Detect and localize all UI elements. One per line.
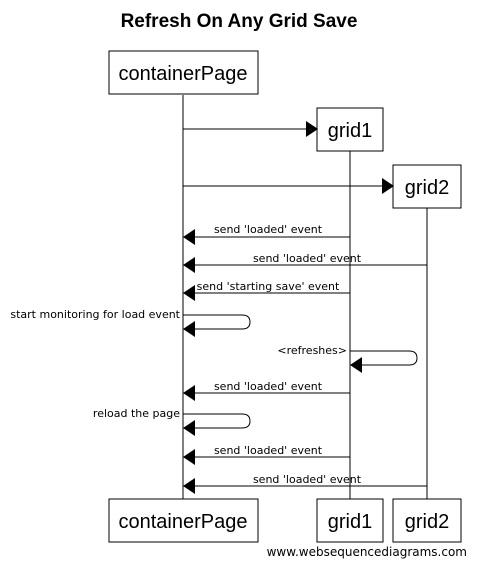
message-label: reload the page xyxy=(93,407,180,420)
participant-containerpage-top: containerPage xyxy=(108,50,259,95)
message-arrow: send 'loaded' event xyxy=(183,473,427,494)
participant-grid1-bottom: grid1 xyxy=(316,498,384,543)
participant-label: containerPage xyxy=(119,63,248,85)
message-label: send 'loaded' event xyxy=(214,444,323,457)
participant-containerpage-bottom: containerPage xyxy=(108,498,259,543)
participant-grid2-top: grid2 xyxy=(392,164,462,209)
participant-label: grid1 xyxy=(328,511,372,533)
self-message-arrow: reload the page xyxy=(93,407,251,436)
self-message-arrow: start monitoring for load event xyxy=(10,308,251,337)
message-label: send 'loaded' event xyxy=(214,380,323,393)
message-label: send 'loaded' event xyxy=(214,223,323,236)
message-arrow: send 'loaded' event xyxy=(183,444,350,465)
message-label: send 'loaded' event xyxy=(253,252,362,265)
watermark-text: www.websequencediagrams.com xyxy=(267,545,467,559)
diagram-title: Refresh On Any Grid Save xyxy=(121,11,358,32)
message-label: send 'loaded' event xyxy=(253,473,362,486)
message-label: send 'starting save' event xyxy=(197,280,340,293)
message-arrow: send 'starting save' event xyxy=(183,280,350,301)
message-arrow: send 'loaded' event xyxy=(183,223,350,245)
message-label: start monitoring for load event xyxy=(10,308,180,321)
message-arrow: send 'loaded' event xyxy=(183,252,427,273)
self-message-arrow: <refreshes> xyxy=(277,344,418,373)
participant-grid1-top: grid1 xyxy=(316,107,384,152)
message-label: <refreshes> xyxy=(277,344,347,357)
participant-grid2-bottom: grid2 xyxy=(392,498,462,543)
message-arrow xyxy=(183,121,318,137)
participant-label: grid1 xyxy=(328,120,372,142)
participant-label: containerPage xyxy=(119,511,248,533)
message-arrow: send 'loaded' event xyxy=(183,380,350,401)
message-arrow xyxy=(183,178,394,194)
participant-label: grid2 xyxy=(405,511,449,533)
participant-label: grid2 xyxy=(405,177,449,199)
